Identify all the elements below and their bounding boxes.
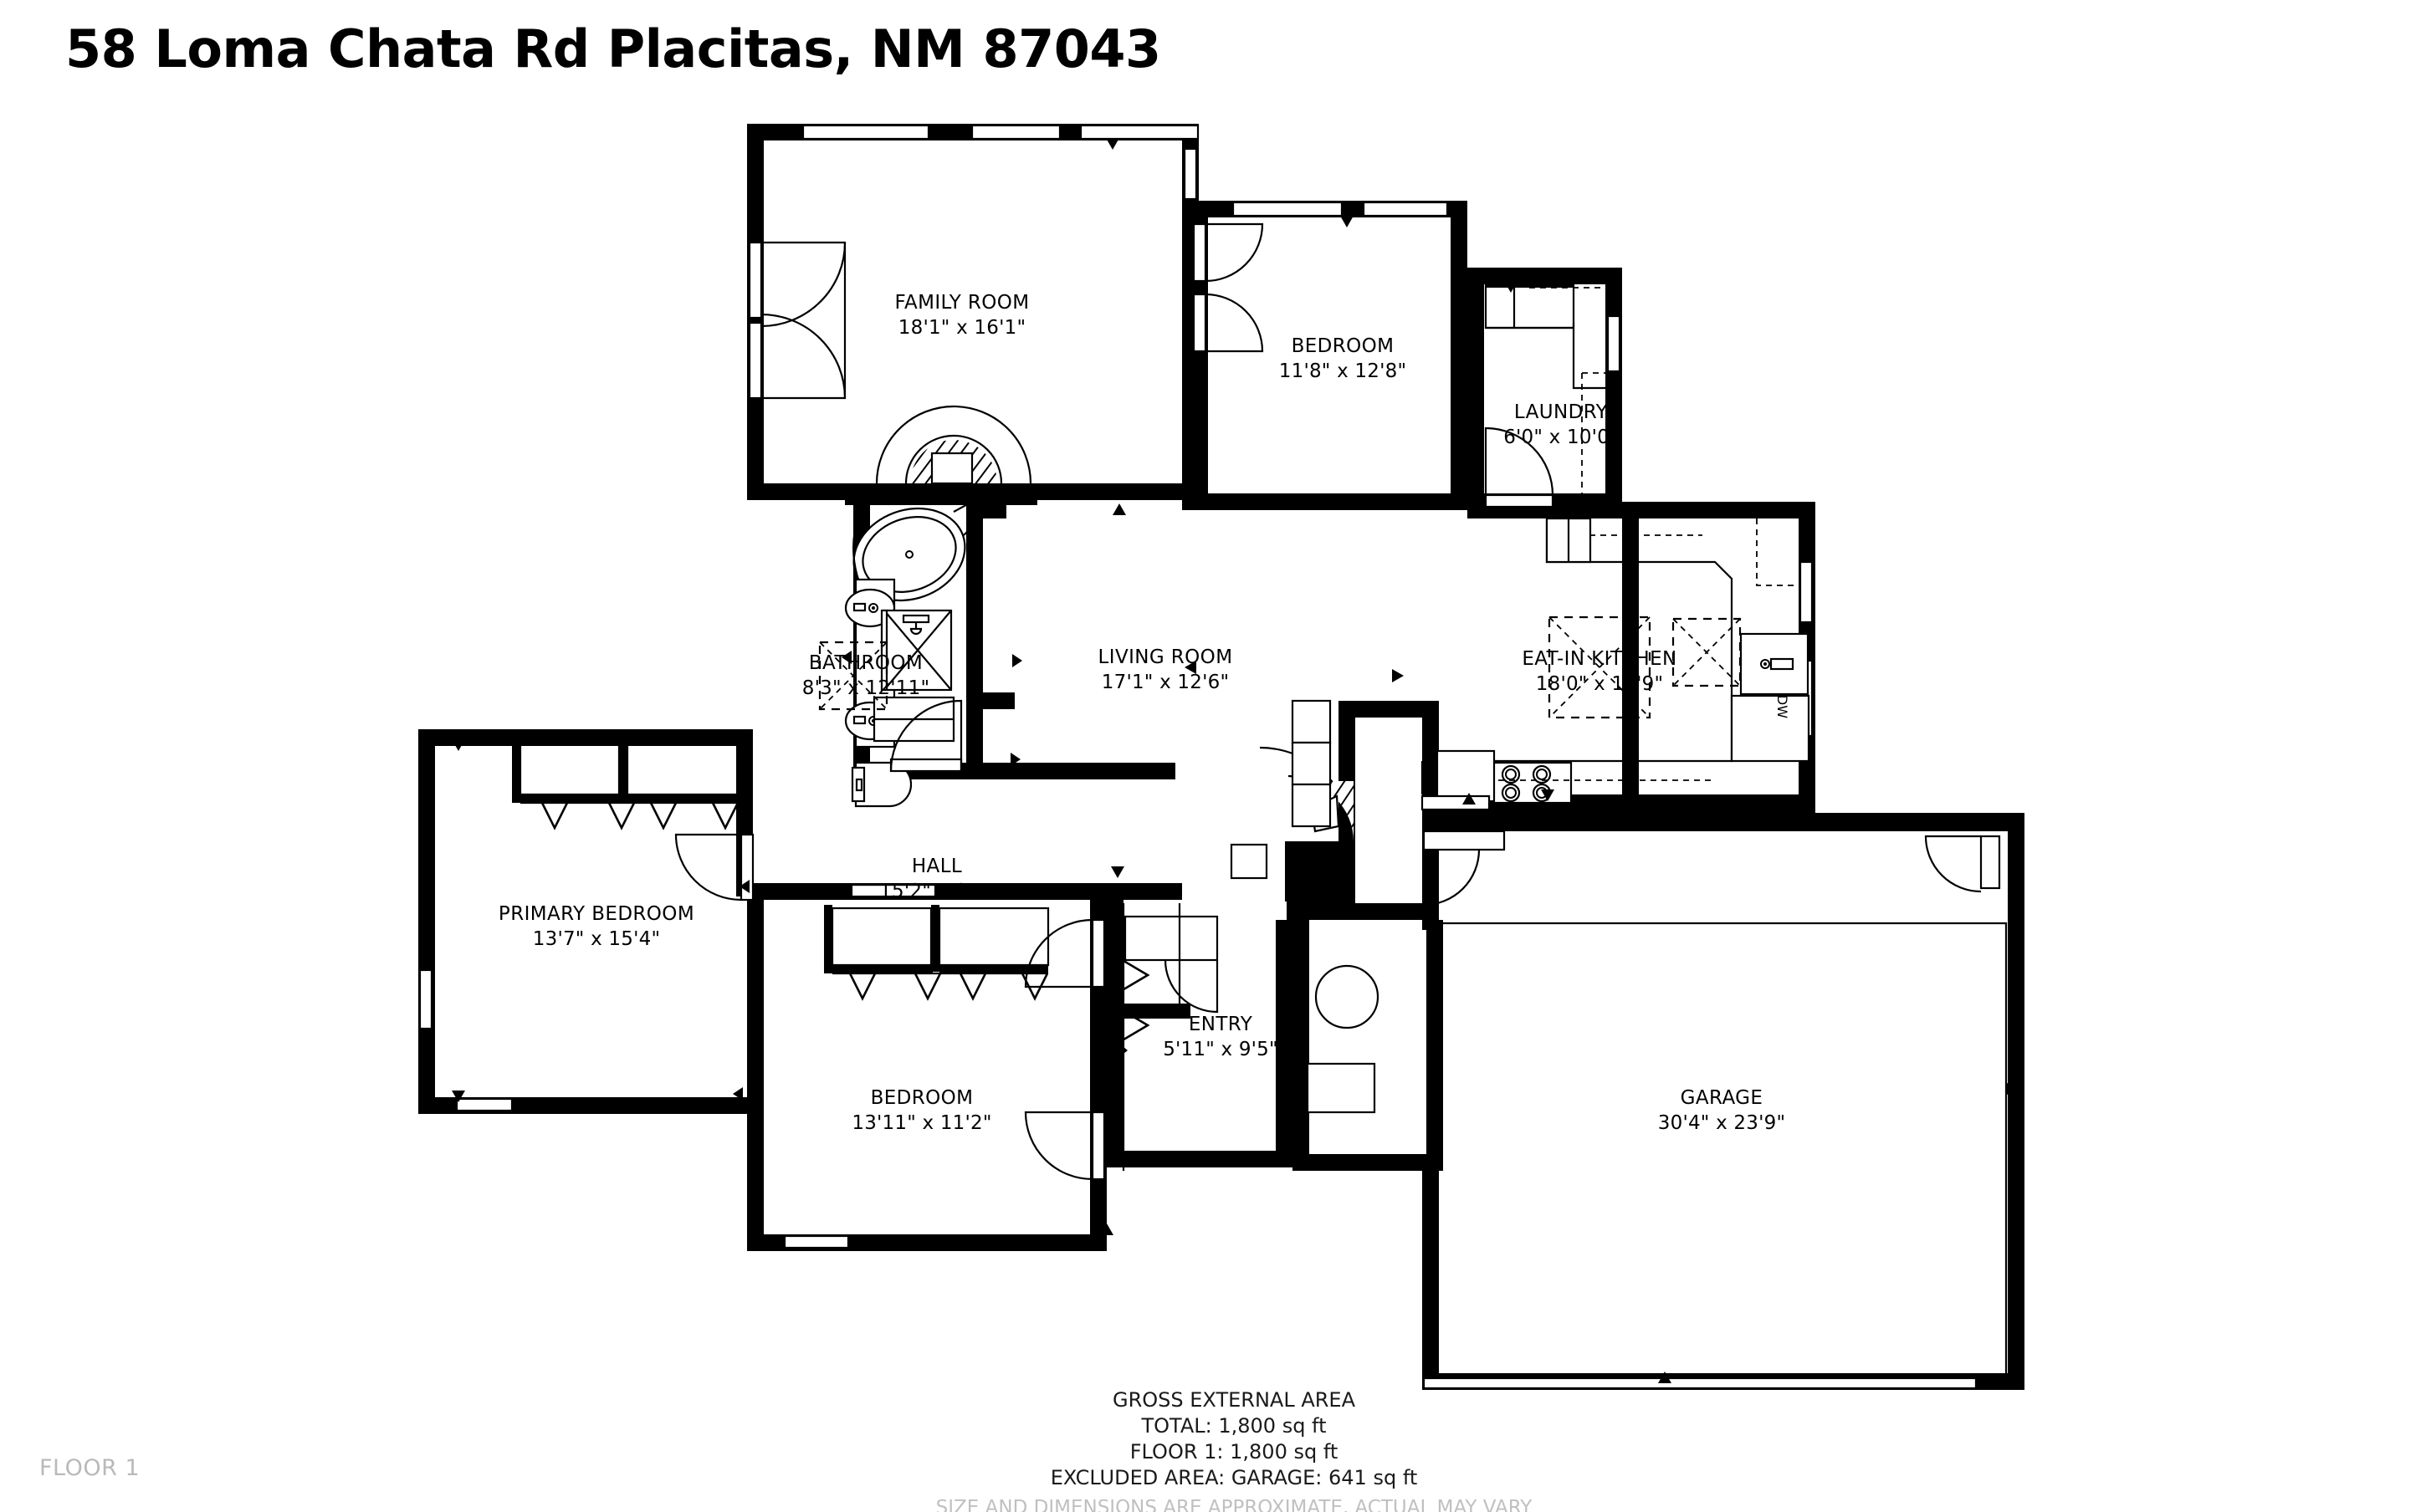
room-label: FAMILY ROOM 18'1" x 16'1" bbox=[894, 292, 1029, 339]
room-name: LAUNDRY bbox=[1514, 401, 1609, 423]
kitchen-fixtures: DW bbox=[1420, 517, 1810, 805]
room-dimensions: 11'8" x 12'8" bbox=[1279, 360, 1406, 382]
room-name: FAMILY ROOM bbox=[894, 292, 1029, 314]
footer-line: GROSS EXTERNAL AREA bbox=[1113, 1388, 1356, 1412]
bathroom-hall-door bbox=[850, 883, 937, 898]
room-name: BATHROOM bbox=[809, 652, 923, 674]
room-label: PRIMARY BEDROOM 13'7" x 15'4" bbox=[499, 903, 694, 950]
footer-line: FLOOR 1: 1,800 sq ft bbox=[1130, 1440, 1338, 1463]
room-label: EAT-IN KITCHEN 18'0" x 12'9" bbox=[1522, 648, 1676, 695]
floor-tag: FLOOR 1 bbox=[39, 1455, 141, 1481]
room-label: BATHROOM 8'3" x 12'11" bbox=[802, 652, 929, 699]
room-dimensions: 13'7" x 15'4" bbox=[533, 928, 660, 950]
room-label: GARAGE 30'4" x 23'9" bbox=[1658, 1087, 1785, 1134]
room-label-group: FAMILY ROOM 18'1" x 16'1" BEDROOM 11'8" x 1… bbox=[499, 292, 1785, 1134]
room-name: HALL bbox=[912, 856, 962, 877]
room-label: BEDROOM 11'8" x 12'8" bbox=[1279, 335, 1406, 382]
room-label: LAUNDRY 6'0" x 10'0" bbox=[1503, 401, 1619, 448]
room-dimensions: 8'3" x 12'11" bbox=[802, 677, 929, 699]
page-title: 58 Loma Chata Rd Placitas, NM 87043 bbox=[65, 18, 1161, 79]
room-name: BEDROOM bbox=[1292, 335, 1395, 357]
room-label: HALL 15'2" x 3'5" bbox=[879, 856, 995, 902]
room-name: PRIMARY BEDROOM bbox=[499, 903, 694, 925]
room-name: BEDROOM bbox=[871, 1087, 974, 1109]
dimension-markers bbox=[418, 138, 2014, 1383]
footer-line: TOTAL: 1,800 sq ft bbox=[1141, 1414, 1327, 1438]
room-dimensions: 30'4" x 23'9" bbox=[1658, 1112, 1785, 1134]
room-label: ENTRY 5'11" x 9'5" bbox=[1163, 1014, 1278, 1060]
primary-bedroom-door bbox=[674, 833, 755, 902]
room-label: BEDROOM 13'11" x 11'2" bbox=[852, 1087, 991, 1134]
front-door bbox=[1103, 952, 1150, 1049]
footer-disclaimer: SIZE AND DIMENSIONS ARE APPROXIMATE, ACT… bbox=[936, 1497, 1533, 1512]
family-room-door-arcs bbox=[748, 241, 847, 400]
top-bedroom-door-arcs bbox=[1192, 222, 1264, 353]
room-dimensions: 15'2" x 3'5" bbox=[879, 881, 995, 902]
room-dimensions: 18'0" x 12'9" bbox=[1536, 673, 1663, 695]
footer-line: EXCLUDED AREA: GARAGE: 641 sq ft bbox=[1051, 1466, 1418, 1489]
fixture-layer: DW bbox=[674, 147, 2008, 1390]
room-dimensions: 5'11" x 9'5" bbox=[1163, 1039, 1278, 1060]
room-name: ENTRY bbox=[1189, 1014, 1253, 1035]
room-dimensions: 6'0" x 10'0" bbox=[1503, 427, 1619, 448]
room-name: GARAGE bbox=[1681, 1087, 1763, 1109]
room-dimensions: 17'1" x 12'6" bbox=[1102, 672, 1229, 693]
label-leader-boxes bbox=[818, 641, 888, 711]
room-dimensions: 13'11" x 11'2" bbox=[852, 1112, 991, 1134]
room-name: EAT-IN KITCHEN bbox=[1522, 648, 1676, 670]
entry-fixtures bbox=[1122, 903, 1379, 1171]
room-label: LIVING ROOM 17'1" x 12'6" bbox=[1098, 646, 1233, 693]
garage-service-door bbox=[1420, 794, 1491, 811]
lower-bedroom-door-arc bbox=[1024, 918, 1106, 1181]
bathroom-fixtures bbox=[844, 500, 980, 808]
room-dimensions: 18'1" x 16'1" bbox=[898, 317, 1026, 339]
dishwasher-label: DW bbox=[1774, 695, 1790, 718]
room-name: LIVING ROOM bbox=[1098, 646, 1233, 668]
laundry-door-arc bbox=[1484, 427, 1554, 508]
